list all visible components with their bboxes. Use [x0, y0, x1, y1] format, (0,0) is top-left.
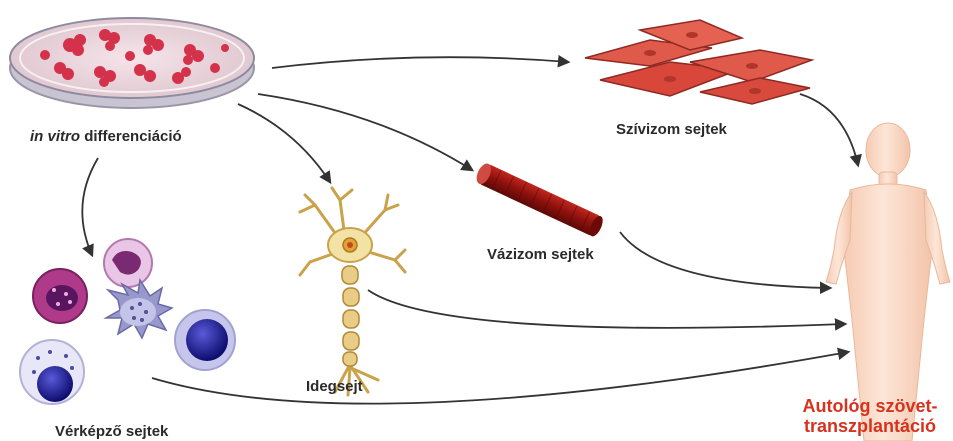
arrow-neuron-to-body: [368, 290, 845, 328]
blood-cells-icon: [20, 239, 235, 404]
arrow-to-blood: [82, 158, 98, 255]
arrow-blood-to-body: [152, 352, 848, 404]
arrow-to-neuron: [238, 104, 330, 182]
arrow-cardiac-to-body: [800, 94, 858, 165]
blood-label: Vérképző sejtek: [55, 423, 168, 440]
skeletal-label: Vázizom sejtek: [487, 246, 594, 263]
arrow-to-skeletal: [258, 94, 472, 170]
arrow-skeletal-to-body: [620, 232, 830, 288]
human-body-icon: [826, 123, 950, 441]
target-line2: transzplantáció: [790, 416, 950, 436]
cardiac-label: Szívizom sejtek: [616, 121, 727, 138]
in-vitro-label: in vitro differenciáció: [30, 128, 182, 145]
arrow-to-cardiac: [272, 57, 568, 68]
skeletal-muscle-fiber-icon: [474, 161, 606, 238]
cardiomyocytes-icon: [585, 20, 812, 104]
neuron-icon: [300, 188, 405, 395]
in-vitro-italic: in vitro: [30, 128, 80, 145]
differentiation-text: differenciáció: [84, 128, 182, 145]
target-label: Autológ szövet- transzplantáció: [790, 396, 950, 436]
neuron-label: Idegsejt: [306, 378, 363, 395]
petri-dish-icon: [10, 18, 254, 108]
target-line1: Autológ szövet-: [790, 396, 950, 416]
